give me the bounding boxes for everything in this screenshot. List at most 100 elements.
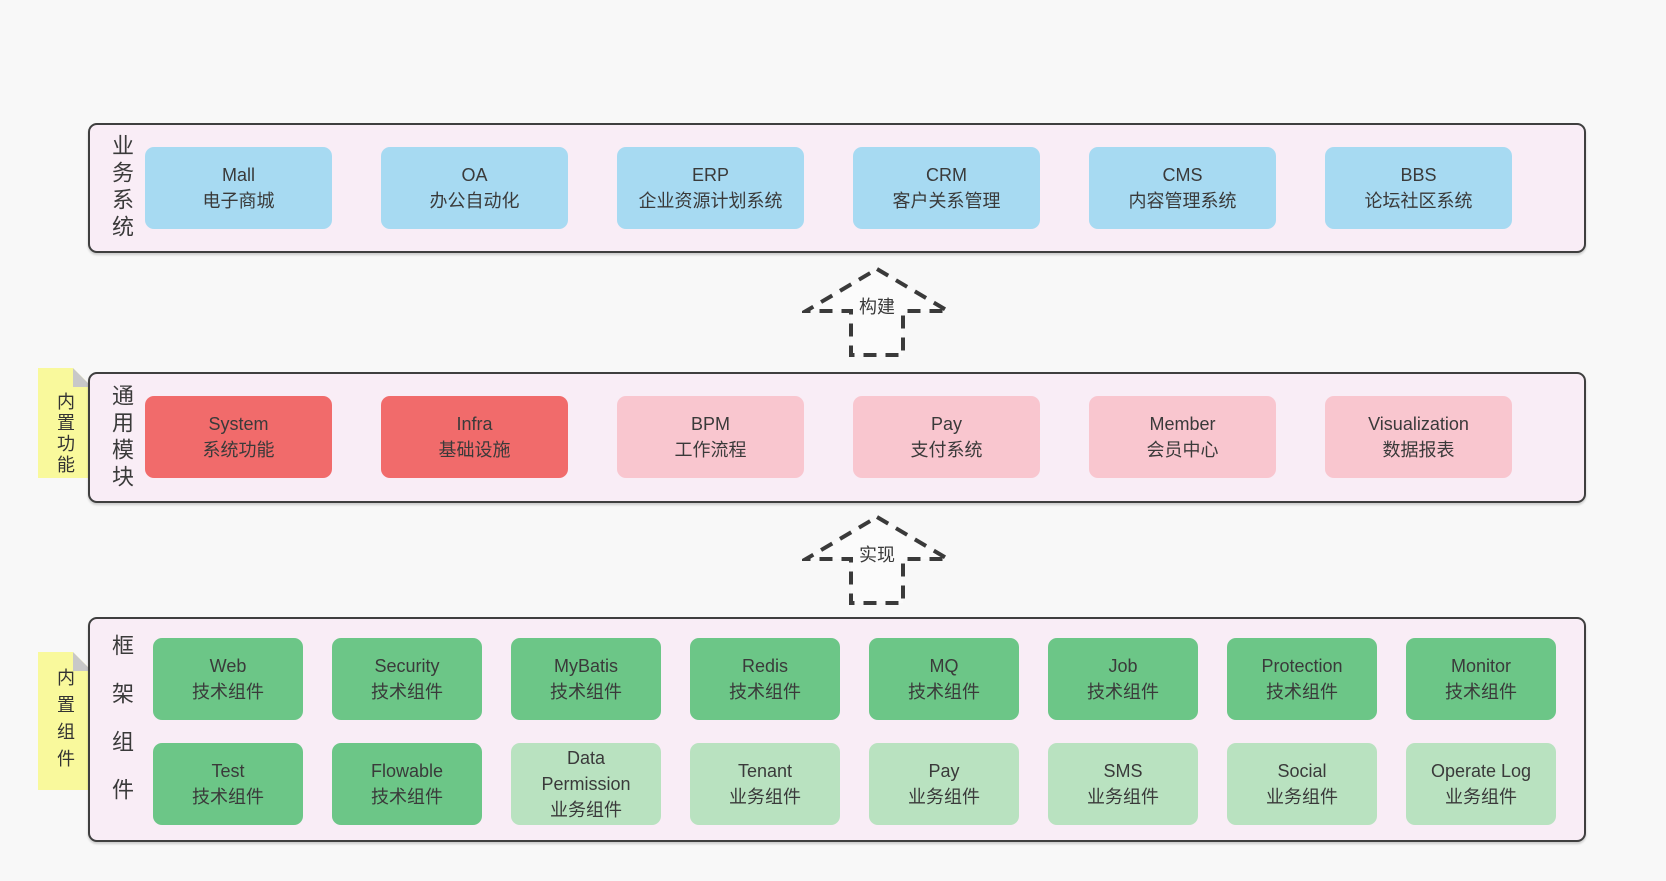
box-subtitle: 业务组件 (1266, 787, 1338, 807)
box-title: Job (1108, 655, 1138, 676)
box-infra: Infra 基础设施 (381, 396, 568, 478)
box-subtitle: 会员中心 (1146, 440, 1219, 460)
box-subtitle: 支付系统 (910, 440, 983, 460)
box-erp: ERP 企业资源计划系统 (617, 147, 804, 229)
box-subtitle: 技术组件 (371, 682, 443, 702)
box-system: System 系统功能 (145, 396, 332, 478)
box-title: Monitor (1450, 655, 1512, 676)
box-subtitle: 工作流程 (674, 440, 747, 460)
box-crm: CRM 客户关系管理 (853, 147, 1040, 229)
box-title: Test (211, 760, 245, 781)
box-oa: OA 办公自动化 (381, 147, 568, 229)
box-title: System (208, 413, 269, 434)
box-sms: SMS 业务组件 (1048, 743, 1198, 825)
box-subtitle: 电子商城 (202, 191, 275, 211)
box-title: Visualization (1368, 413, 1469, 434)
box-title: MQ (929, 655, 959, 676)
box-title: CMS (1162, 164, 1203, 185)
box-web: Web 技术组件 (153, 638, 303, 720)
box-redis: Redis 技术组件 (690, 638, 840, 720)
sticky-note-built-in-features: 内置功能 (38, 368, 92, 478)
box-job: Job 技术组件 (1048, 638, 1198, 720)
box-subtitle: 技术组件 (371, 787, 443, 807)
implement-arrow: 实现 (798, 514, 956, 606)
box-title: Pay (928, 760, 960, 781)
box-subtitle: 技术组件 (729, 682, 801, 702)
business-systems-row: Mall 电子商城 OA 办公自动化 ERP 企业资源计划系统 CRM 客户关系… (145, 147, 1512, 229)
sticky-note-text: 内置功能 (55, 392, 75, 476)
box-subtitle: 技术组件 (1445, 682, 1517, 702)
box-mq: MQ 技术组件 (869, 638, 1019, 720)
box-title: Flowable (370, 760, 444, 781)
box-subtitle: 技术组件 (1266, 682, 1338, 702)
box-mybatis: MyBatis 技术组件 (511, 638, 661, 720)
box-title: Member (1149, 413, 1216, 434)
build-arrow-label: 构建 (855, 292, 899, 320)
box-subtitle: 业务组件 (1445, 787, 1517, 807)
sticky-note-text: 内置组件 (55, 668, 75, 776)
box-bpm: BPM 工作流程 (617, 396, 804, 478)
implement-arrow-label: 实现 (855, 540, 899, 568)
box-title: BPM (690, 413, 730, 434)
box-title: Data Permission (541, 747, 631, 794)
box-monitor: Monitor 技术组件 (1406, 638, 1556, 720)
box-test: Test 技术组件 (153, 743, 303, 825)
box-title: Infra (456, 413, 493, 434)
box-title: Tenant (737, 760, 793, 781)
framework-components-row-2: Test 技术组件 Flowable 技术组件 Data Permission … (153, 743, 1556, 825)
framework-components-row-1: Web 技术组件 Security 技术组件 MyBatis 技术组件 Redi… (153, 638, 1556, 720)
business-systems-label: 业务系统 (109, 134, 134, 242)
box-title: Redis (741, 655, 789, 676)
box-title: MyBatis (553, 655, 618, 676)
common-modules-row: System 系统功能 Infra 基础设施 BPM 工作流程 Pay 支付系统… (145, 396, 1512, 478)
box-social: Social 业务组件 (1227, 743, 1377, 825)
box-title: ERP (691, 164, 729, 185)
box-protection: Protection 技术组件 (1227, 638, 1377, 720)
box-title: Mall (221, 164, 255, 185)
box-title: Social (1277, 760, 1327, 781)
box-subtitle: 业务组件 (729, 787, 801, 807)
common-modules-panel: 通用模块 System 系统功能 Infra 基础设施 BPM 工作流程 Pay… (88, 372, 1586, 503)
box-subtitle: 技术组件 (192, 682, 264, 702)
box-subtitle: 企业资源计划系统 (638, 191, 783, 211)
box-operate-log: Operate Log 业务组件 (1406, 743, 1556, 825)
box-pay-component: Pay 业务组件 (869, 743, 1019, 825)
box-title: SMS (1103, 760, 1143, 781)
box-subtitle: 技术组件 (192, 787, 264, 807)
build-arrow: 构建 (798, 266, 956, 358)
box-subtitle: 数据报表 (1382, 440, 1455, 460)
box-cms: CMS 内容管理系统 (1089, 147, 1276, 229)
sticky-note-built-in-components: 内置组件 (38, 652, 92, 790)
box-title: Protection (1261, 655, 1343, 676)
business-systems-panel: 业务系统 Mall 电子商城 OA 办公自动化 ERP 企业资源计划系统 CRM… (88, 123, 1586, 253)
box-mall: Mall 电子商城 (145, 147, 332, 229)
box-title: OA (461, 164, 488, 185)
framework-components-label: 框架组件 (109, 633, 134, 826)
box-title: BBS (1400, 164, 1437, 185)
box-title: Web (209, 655, 247, 676)
box-subtitle: 业务组件 (550, 800, 622, 821)
box-subtitle: 办公自动化 (429, 191, 520, 211)
box-security: Security 技术组件 (332, 638, 482, 720)
box-tenant: Tenant 业务组件 (690, 743, 840, 825)
box-bbs: BBS 论坛社区系统 (1325, 147, 1512, 229)
box-title: Pay (930, 413, 963, 434)
box-subtitle: 业务组件 (908, 787, 980, 807)
box-title: Operate Log (1430, 760, 1532, 781)
box-flowable: Flowable 技术组件 (332, 743, 482, 825)
box-data-permission: Data Permission 业务组件 (511, 743, 661, 825)
box-visualization: Visualization 数据报表 (1325, 396, 1512, 478)
box-subtitle: 技术组件 (1087, 682, 1159, 702)
box-subtitle: 技术组件 (550, 682, 622, 702)
box-subtitle: 系统功能 (202, 440, 275, 460)
box-subtitle: 业务组件 (1087, 787, 1159, 807)
common-modules-label: 通用模块 (109, 383, 134, 492)
box-subtitle: 基础设施 (438, 440, 511, 460)
box-title: Security (374, 655, 440, 676)
framework-components-panel: 框架组件 Web 技术组件 Security 技术组件 MyBatis 技术组件… (88, 617, 1586, 842)
box-subtitle: 客户关系管理 (892, 191, 1001, 211)
box-member: Member 会员中心 (1089, 396, 1276, 478)
box-subtitle: 论坛社区系统 (1364, 191, 1473, 211)
box-subtitle: 内容管理系统 (1128, 191, 1237, 211)
